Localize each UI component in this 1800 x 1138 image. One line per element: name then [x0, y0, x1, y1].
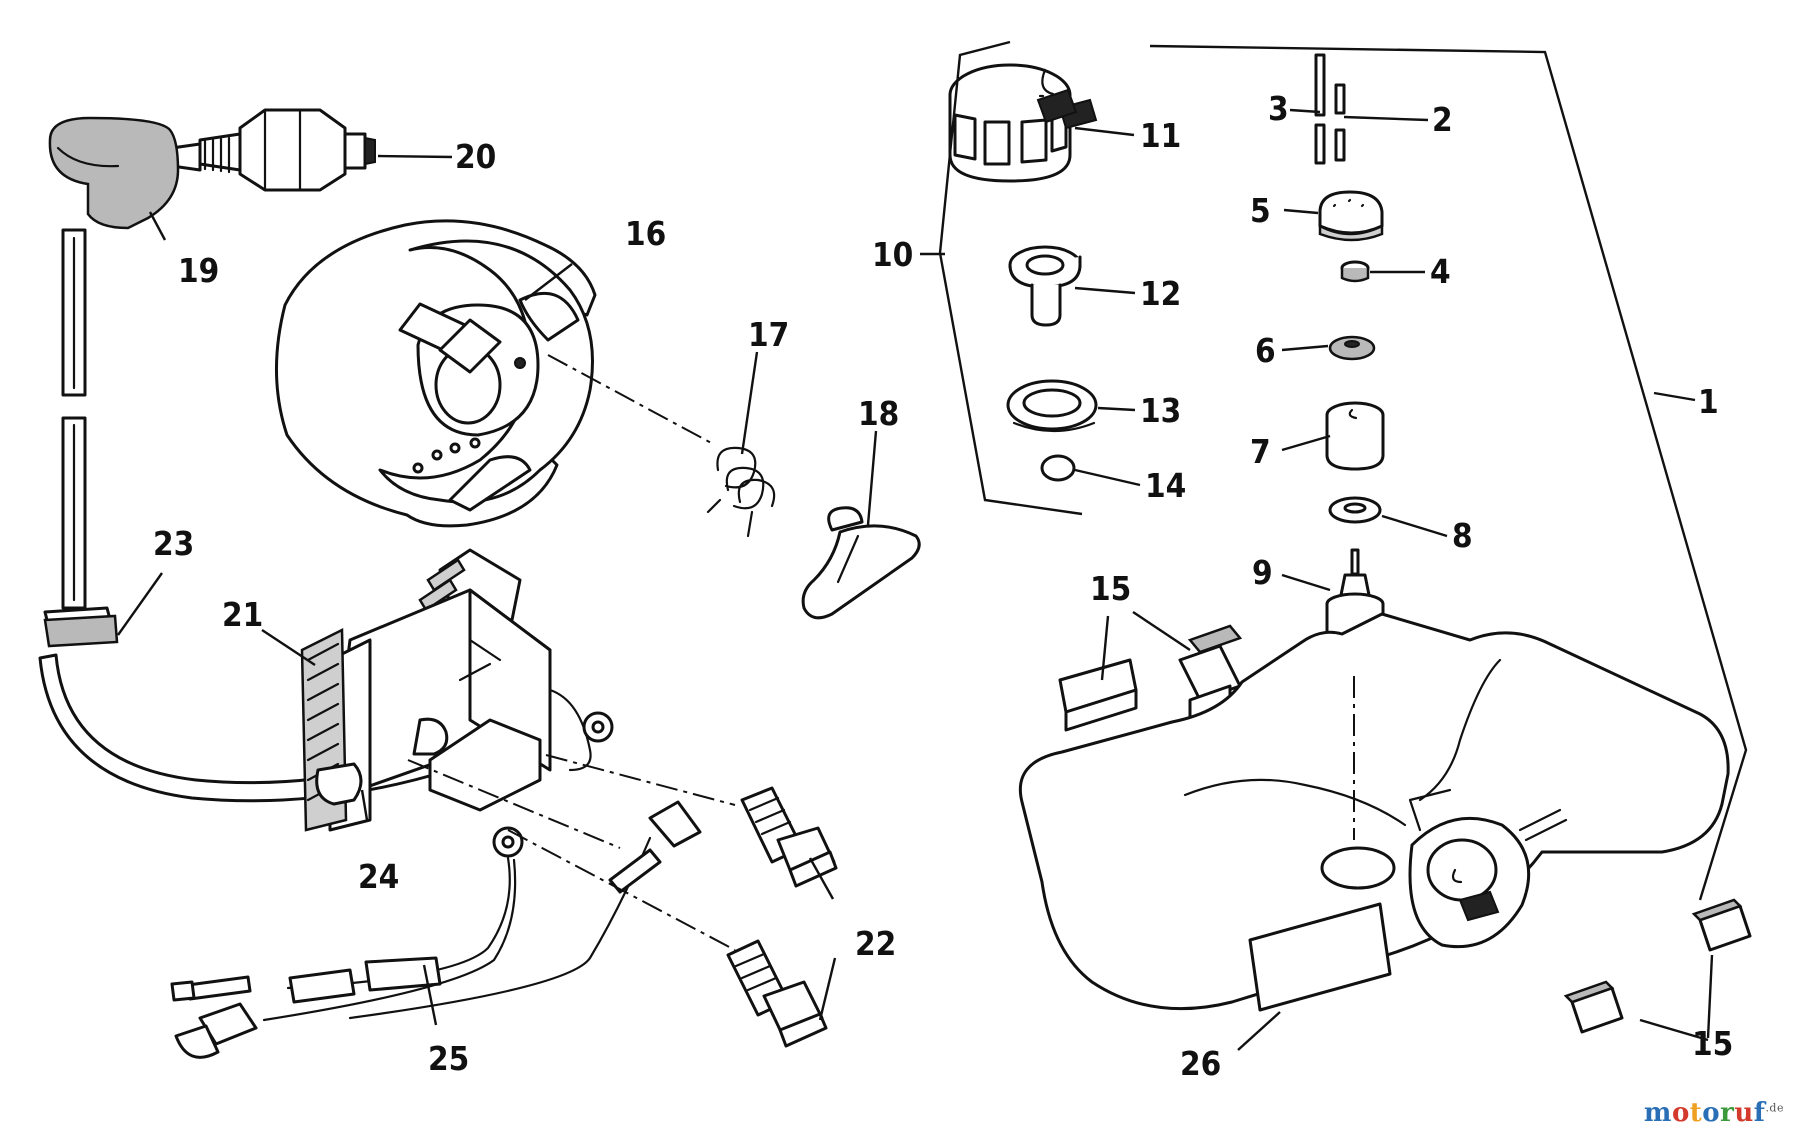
fuel-filter	[1325, 401, 1385, 471]
leader-lines	[117, 108, 1714, 1051]
callout-15-lower: 15	[1692, 1024, 1733, 1063]
cap-gasket	[1006, 379, 1098, 433]
alignment-line	[547, 354, 716, 446]
fuel-cap	[948, 63, 1098, 183]
callout-20: 20	[455, 137, 496, 176]
lead-grommet	[315, 717, 449, 806]
tank-grommet-c	[1691, 898, 1752, 952]
callout-10: 10	[872, 235, 913, 274]
callout-26: 26	[1180, 1044, 1221, 1083]
filter-washer	[1328, 496, 1382, 524]
callout-18: 18	[858, 394, 899, 433]
callout-labels: 1 2 3 4 5 6 7 8 9 10 11 12 13 14 15 15 1…	[153, 89, 1733, 1083]
watermark-letter: f	[1753, 1098, 1766, 1128]
callout-24: 24	[358, 857, 399, 896]
cap-washer	[1040, 454, 1076, 482]
callout-17: 17	[748, 315, 789, 354]
watermark-letter: u	[1734, 1098, 1754, 1128]
callout-11: 11	[1140, 116, 1181, 155]
callout-1: 1	[1698, 382, 1719, 421]
watermark-letter: o	[1671, 1098, 1690, 1128]
watermark-letter: m	[1643, 1098, 1672, 1128]
fuel-tank	[1018, 612, 1730, 1012]
watermark-logo: motoruf.de	[1644, 1098, 1784, 1128]
callout-14: 14	[1145, 466, 1186, 505]
callout-13: 13	[1140, 391, 1181, 430]
callout-2: 2	[1432, 100, 1453, 139]
small-grommet	[1340, 260, 1370, 283]
tank-grommet-b	[1178, 624, 1243, 722]
callout-12: 12	[1140, 274, 1181, 313]
spark-plug	[170, 108, 376, 192]
callout-25: 25	[428, 1039, 469, 1078]
tank-grommet-a	[1058, 658, 1138, 732]
flywheel-spring	[706, 446, 776, 538]
callout-6: 6	[1255, 331, 1276, 370]
callout-15-upper: 15	[1090, 569, 1131, 608]
callout-5: 5	[1250, 191, 1271, 230]
vent-tubes	[1314, 53, 1346, 165]
watermark-letter: t	[1689, 1098, 1703, 1128]
watermark-letter: o	[1702, 1098, 1721, 1128]
watermark-suffix: .de	[1765, 1101, 1784, 1115]
callout-8: 8	[1452, 516, 1473, 555]
alignment-line	[407, 759, 621, 849]
bracket-1	[1149, 44, 1748, 901]
callout-16: 16	[625, 214, 666, 253]
callout-19: 19	[178, 251, 219, 290]
callout-4: 4	[1430, 252, 1451, 291]
alignment-line	[545, 754, 736, 806]
ground-wire	[170, 800, 702, 1059]
watermark-letter: r	[1720, 1098, 1735, 1128]
mounting-screw-lower	[726, 939, 828, 1048]
callout-22: 22	[855, 924, 896, 963]
ignition-module	[300, 548, 614, 832]
filter-cap	[1318, 190, 1384, 242]
spark-plug-boot	[48, 116, 180, 230]
alignment-line	[507, 829, 736, 951]
callout-23: 23	[153, 524, 194, 563]
flywheel	[275, 219, 597, 528]
mounting-screw-upper	[740, 786, 838, 888]
tank-grommet-d	[1563, 980, 1624, 1034]
seal-ring	[1328, 335, 1376, 361]
cap-vent	[1008, 245, 1082, 327]
stop-switch-knob	[801, 506, 921, 620]
watermark-letters: motoruf	[1644, 1098, 1766, 1128]
callout-21: 21	[222, 595, 263, 634]
callout-7: 7	[1250, 432, 1271, 471]
callout-3: 3	[1268, 89, 1289, 128]
callout-9: 9	[1252, 553, 1273, 592]
